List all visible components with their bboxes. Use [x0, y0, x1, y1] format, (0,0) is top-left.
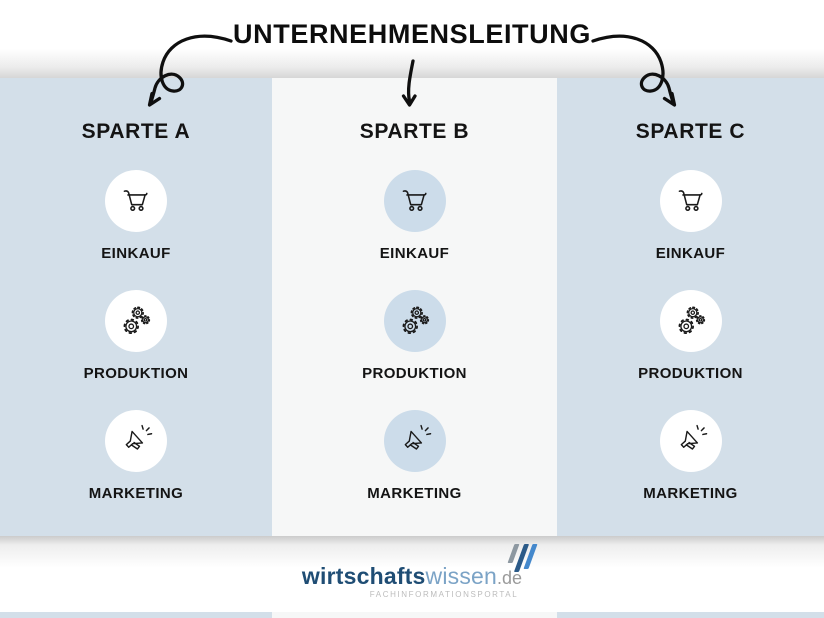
department-einkauf-a: EINKAUF	[101, 170, 170, 290]
logo-slashes-icon	[507, 540, 537, 572]
shopping-cart-icon	[123, 190, 148, 212]
department-label: EINKAUF	[379, 245, 450, 262]
icon-circle	[659, 410, 722, 472]
department-produktion-c: PRODUKTION	[638, 290, 743, 410]
gears-icon	[123, 306, 151, 335]
department-label: MARKETING	[88, 485, 184, 502]
gears-icon	[402, 306, 429, 335]
division-column-c: SPARTE C EINKAUF	[557, 0, 824, 618]
page-title: UNTERNEHMENSLEITUNG	[233, 19, 591, 49]
department-marketing-b: MARKETING	[367, 410, 461, 530]
logo-wordmark: wirtschaftswissen.de	[302, 565, 522, 588]
shopping-cart-icon	[402, 190, 427, 212]
icon-circle	[105, 290, 167, 352]
icon-circle	[383, 290, 446, 352]
department-marketing-c: MARKETING	[643, 410, 737, 530]
logo-text-tld: .de	[497, 568, 523, 588]
logo-text-light: wissen	[425, 563, 498, 589]
department-label: PRODUKTION	[638, 365, 743, 382]
icon-circle	[105, 170, 167, 232]
division-a-title: SPARTE A	[81, 120, 191, 143]
department-label: PRODUKTION	[83, 365, 189, 382]
division-column-a: SPARTE A EINKAUF	[0, 0, 272, 618]
shopping-cart-icon	[678, 190, 703, 212]
department-einkauf-b: EINKAUF	[380, 170, 449, 290]
division-b-title: SPARTE B	[359, 120, 470, 143]
department-marketing-a: MARKETING	[89, 410, 183, 530]
megaphone-icon	[125, 424, 153, 450]
icon-circle	[383, 410, 446, 472]
department-einkauf-c: EINKAUF	[656, 170, 725, 290]
division-c-title: SPARTE C	[635, 120, 746, 143]
wirtschaftswissen-logo: wirtschaftswissen.de FACHINFORMATIONSPOR…	[302, 544, 537, 599]
division-column-b: SPARTE B EINKAUF	[272, 0, 557, 618]
department-label: PRODUKTION	[362, 365, 467, 382]
icon-circle	[659, 170, 722, 232]
logo-tagline: FACHINFORMATIONSPORTAL	[369, 590, 519, 599]
department-produktion-b: PRODUKTION	[362, 290, 467, 410]
gears-icon	[678, 306, 705, 335]
logo-text-bold: wirtschafts	[301, 563, 426, 589]
icon-circle	[383, 170, 446, 232]
department-produktion-a: PRODUKTION	[84, 290, 189, 410]
icon-circle	[105, 410, 167, 472]
department-label: EINKAUF	[101, 245, 171, 262]
footer-band: wirtschaftswissen.de FACHINFORMATIONSPOR…	[0, 536, 824, 612]
icon-circle	[659, 290, 722, 352]
department-label: MARKETING	[643, 485, 738, 502]
megaphone-icon	[680, 424, 707, 450]
header-band: UNTERNEHMENSLEITUNG	[0, 0, 824, 78]
department-label: MARKETING	[367, 485, 462, 502]
department-label: EINKAUF	[655, 245, 726, 262]
megaphone-icon	[404, 424, 431, 450]
